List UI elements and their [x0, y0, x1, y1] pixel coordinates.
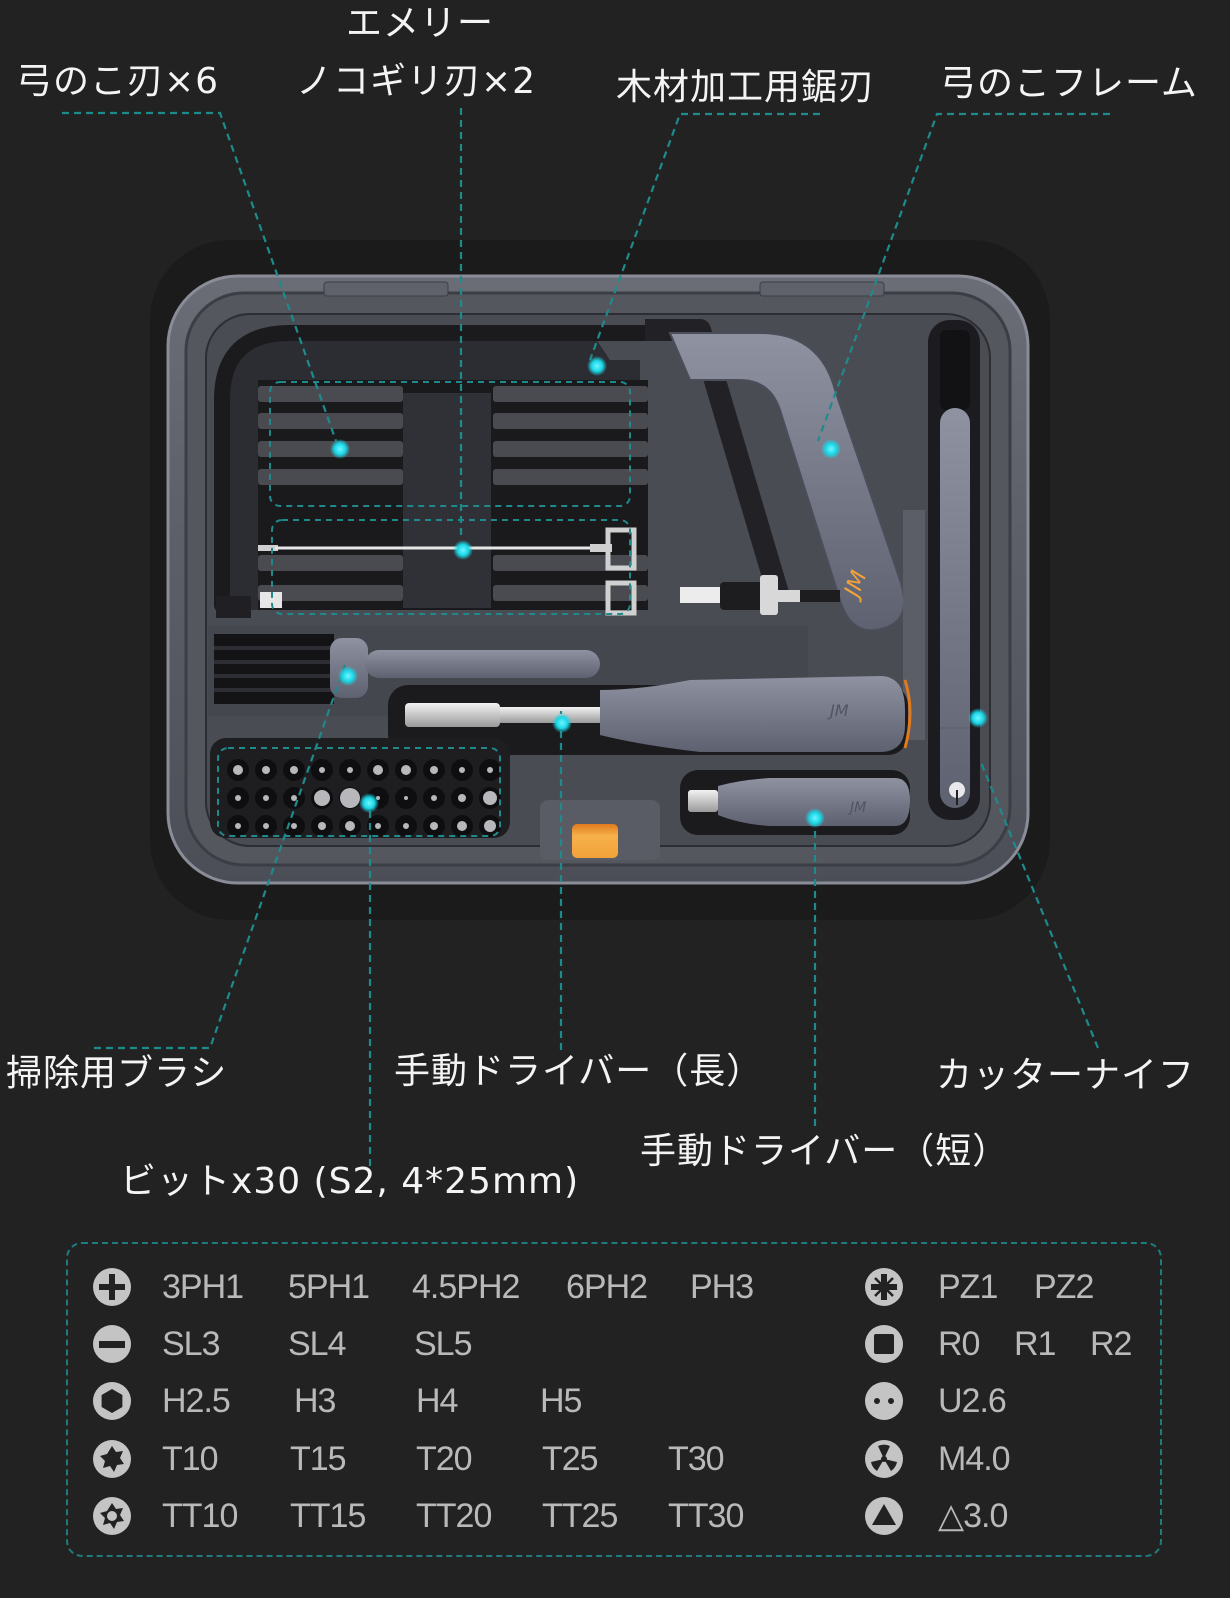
bit-code: PZ1 [938, 1268, 998, 1306]
saw-blade-tray [230, 330, 648, 616]
bit-code: 5PH1 [288, 1268, 370, 1306]
bit-code: H5 [540, 1382, 582, 1420]
bit-code: T10 [162, 1440, 219, 1478]
square-icon [865, 1325, 903, 1363]
hex-icon [93, 1382, 131, 1420]
callout-emery-line2: ノコギリ刃×2 [296, 61, 537, 102]
bit-row-torx-tamper [92, 1493, 156, 1539]
bit-code: H2.5 [162, 1382, 231, 1420]
hacksaw-frame: JM [214, 319, 905, 632]
bit-code: SL4 [288, 1325, 346, 1363]
phillips-icon [93, 1268, 131, 1306]
callout-bits: ビットx30 (S2, 4*25mm) [120, 1161, 580, 1202]
marker-wood-saw [587, 356, 607, 376]
marker-hacksaw-blades [330, 439, 350, 459]
marker-cutter [968, 708, 988, 728]
bit-code: TT30 [668, 1497, 744, 1535]
bit-row-pozidriv [864, 1264, 928, 1310]
marker-bits [359, 793, 379, 813]
bit-row-square [864, 1321, 928, 1367]
bit-code: TT25 [542, 1497, 618, 1535]
bit-code: H3 [294, 1382, 336, 1420]
slotted-icon [93, 1325, 131, 1363]
bit-code: M4.0 [938, 1440, 1011, 1478]
bit-code: PZ2 [1034, 1268, 1094, 1306]
bit-code: SL3 [162, 1325, 220, 1363]
callout-screwdriver-short: 手動ドライバー（短） [640, 1131, 1010, 1172]
bit-code: U2.6 [938, 1382, 1007, 1420]
bit-code: TT15 [290, 1497, 366, 1535]
callout-emery-line1: エメリー [345, 3, 494, 44]
bit-code: PH3 [690, 1268, 754, 1306]
marker-hacksaw-frame [821, 439, 841, 459]
bit-code: T20 [416, 1440, 473, 1478]
bit-code: T15 [290, 1440, 347, 1478]
bit-code: R2 [1090, 1325, 1132, 1363]
callout-cutter-knife: カッターナイフ [936, 1055, 1196, 1096]
bit-row-torx [92, 1436, 156, 1482]
bit-row-triangle [864, 1493, 928, 1539]
cutter-knife [903, 320, 980, 820]
bit-code: T30 [668, 1440, 725, 1478]
bit-code: T25 [542, 1440, 599, 1478]
bit-row-u-type [864, 1378, 928, 1424]
marker-emery-saw [453, 540, 473, 560]
callout-screwdriver-long: 手動ドライバー（長） [394, 1051, 764, 1092]
bit-code: R1 [1014, 1325, 1056, 1363]
torx-icon [93, 1440, 131, 1478]
bit-code: △3.0 [938, 1497, 1008, 1535]
callout-hacksaw-blades: 弓のこ刃×6 [16, 61, 220, 102]
bit-code: TT10 [162, 1497, 238, 1535]
tri-wing-icon [865, 1440, 903, 1478]
bit-code: R0 [938, 1325, 980, 1363]
bit-code: TT20 [416, 1497, 492, 1535]
case-latch [540, 800, 660, 860]
bit-row-tri-wing [864, 1436, 928, 1482]
bit-code: SL5 [414, 1325, 472, 1363]
bit-code: 6PH2 [566, 1268, 648, 1306]
marker-brush [338, 666, 358, 686]
marker-driver-short [805, 808, 825, 828]
brush-and-drivers: JM JM [208, 626, 912, 835]
bit-row-hex [92, 1378, 156, 1424]
torx-tamper-icon [93, 1497, 131, 1535]
bit-row-slotted [92, 1321, 156, 1367]
bit-code: 4.5PH2 [412, 1268, 520, 1306]
callout-cleaning-brush: 掃除用ブラシ [6, 1053, 228, 1094]
bit-legend [66, 1242, 1162, 1557]
bit-code: H4 [416, 1382, 458, 1420]
pozidriv-icon [865, 1268, 903, 1306]
callout-wood-saw-blade: 木材加工用鋸刃 [616, 67, 876, 108]
marker-driver-long [552, 713, 572, 733]
svg-text:JM: JM [827, 701, 849, 720]
bit-holder [210, 738, 510, 838]
bit-code: 3PH1 [162, 1268, 244, 1306]
triangle-icon [865, 1497, 903, 1535]
bit-row-phillips [92, 1264, 156, 1310]
callout-hacksaw-frame: 弓のこフレーム [940, 63, 1198, 104]
u-type-icon [865, 1382, 903, 1420]
svg-text:JM: JM [847, 800, 866, 816]
